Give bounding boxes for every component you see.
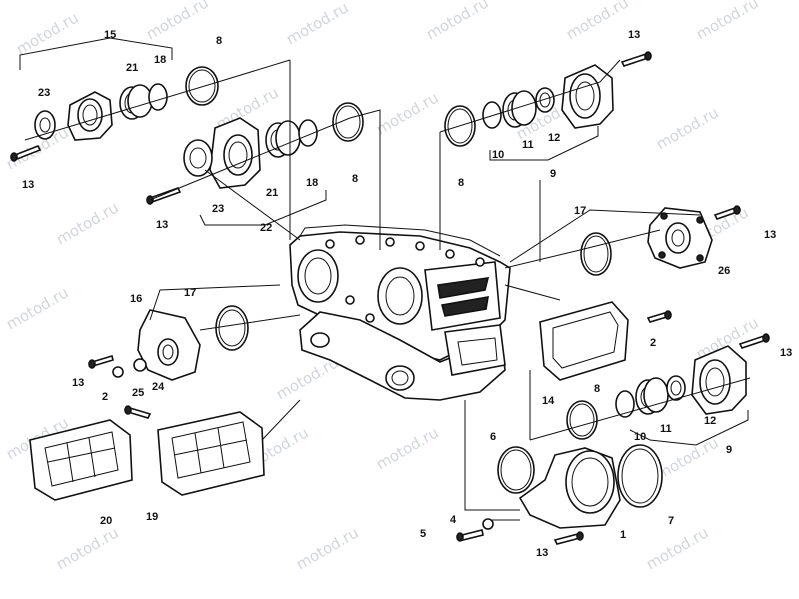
callout-12: 12 — [704, 415, 716, 427]
callout-10: 10 — [634, 431, 646, 443]
callout-13: 13 — [764, 229, 776, 241]
callout-14: 14 — [542, 395, 555, 407]
callout-13: 13 — [156, 219, 168, 231]
callout-2: 2 — [102, 391, 108, 403]
callout-1: 1 — [620, 529, 626, 541]
callout-13: 13 — [628, 29, 640, 41]
callout-22: 22 — [260, 222, 272, 234]
callout-8: 8 — [458, 177, 464, 189]
reed-valve-cover-right — [580, 205, 741, 276]
callout-13: 13 — [780, 347, 792, 359]
watermark: motod.ru — [643, 523, 712, 573]
callout-18: 18 — [154, 54, 166, 66]
watermark: motod.ru — [13, 8, 82, 58]
callout-16: 16 — [130, 293, 142, 305]
callout-11: 11 — [660, 423, 672, 435]
callout-2: 2 — [650, 337, 656, 349]
bearing-housing-assembly-middle-left — [146, 102, 364, 205]
callout-9: 9 — [726, 444, 732, 456]
callout-10: 10 — [492, 149, 504, 161]
reed-valve-cover-left — [88, 305, 249, 381]
callout-13: 13 — [72, 377, 84, 389]
bearing-housing-assembly-lower-right — [566, 333, 770, 440]
watermark: motod.ru — [3, 283, 72, 333]
callout-13: 13 — [22, 179, 34, 191]
callout-8: 8 — [216, 35, 222, 47]
callout-26: 26 — [718, 265, 730, 277]
callout-20: 20 — [100, 515, 112, 527]
watermark: motod.ru — [143, 0, 212, 43]
callout-5: 5 — [420, 528, 426, 540]
watermark: motod.ru — [423, 0, 492, 43]
callout-9: 9 — [550, 168, 556, 180]
watermark: motod.ru — [53, 523, 122, 573]
callout-15: 15 — [104, 29, 116, 41]
callout-4: 4 — [450, 514, 457, 526]
intake-manifold-assembly — [456, 444, 663, 545]
callout-23: 23 — [38, 87, 50, 99]
callout-17: 17 — [574, 205, 586, 217]
callout-23: 23 — [212, 203, 224, 215]
callout-24: 24 — [152, 381, 165, 393]
reed-valve-blocks-left — [29, 405, 265, 501]
callout-labels: 15 8 21 18 23 13 21 18 8 23 13 22 13 8 1… — [22, 29, 792, 559]
watermark: motod.ru — [283, 0, 352, 48]
callout-7: 7 — [668, 515, 674, 527]
callout-18: 18 — [306, 177, 318, 189]
callout-12: 12 — [548, 132, 560, 144]
callout-25: 25 — [132, 387, 144, 399]
callout-8: 8 — [352, 173, 358, 185]
watermark: motod.ru — [563, 0, 632, 43]
reed-plate-right — [539, 301, 672, 381]
watermark: motod.ru — [373, 423, 442, 473]
crankcase-body — [289, 224, 511, 401]
watermark: motod.ru — [293, 523, 362, 573]
leader-lines — [19, 37, 751, 521]
callout-17: 17 — [184, 287, 196, 299]
callout-21: 21 — [126, 62, 138, 74]
callout-11: 11 — [522, 139, 534, 151]
callout-19: 19 — [146, 511, 158, 523]
callout-6: 6 — [490, 431, 496, 443]
callout-21: 21 — [266, 187, 278, 199]
watermark: motod.ru — [653, 103, 722, 153]
watermark: motod.ru — [693, 0, 762, 43]
bearing-housing-assembly-upper-right — [444, 51, 652, 147]
watermark: motod.ru — [53, 198, 122, 248]
callout-8: 8 — [594, 383, 600, 395]
watermark: motod.ru — [373, 88, 442, 138]
callout-13: 13 — [536, 547, 548, 559]
